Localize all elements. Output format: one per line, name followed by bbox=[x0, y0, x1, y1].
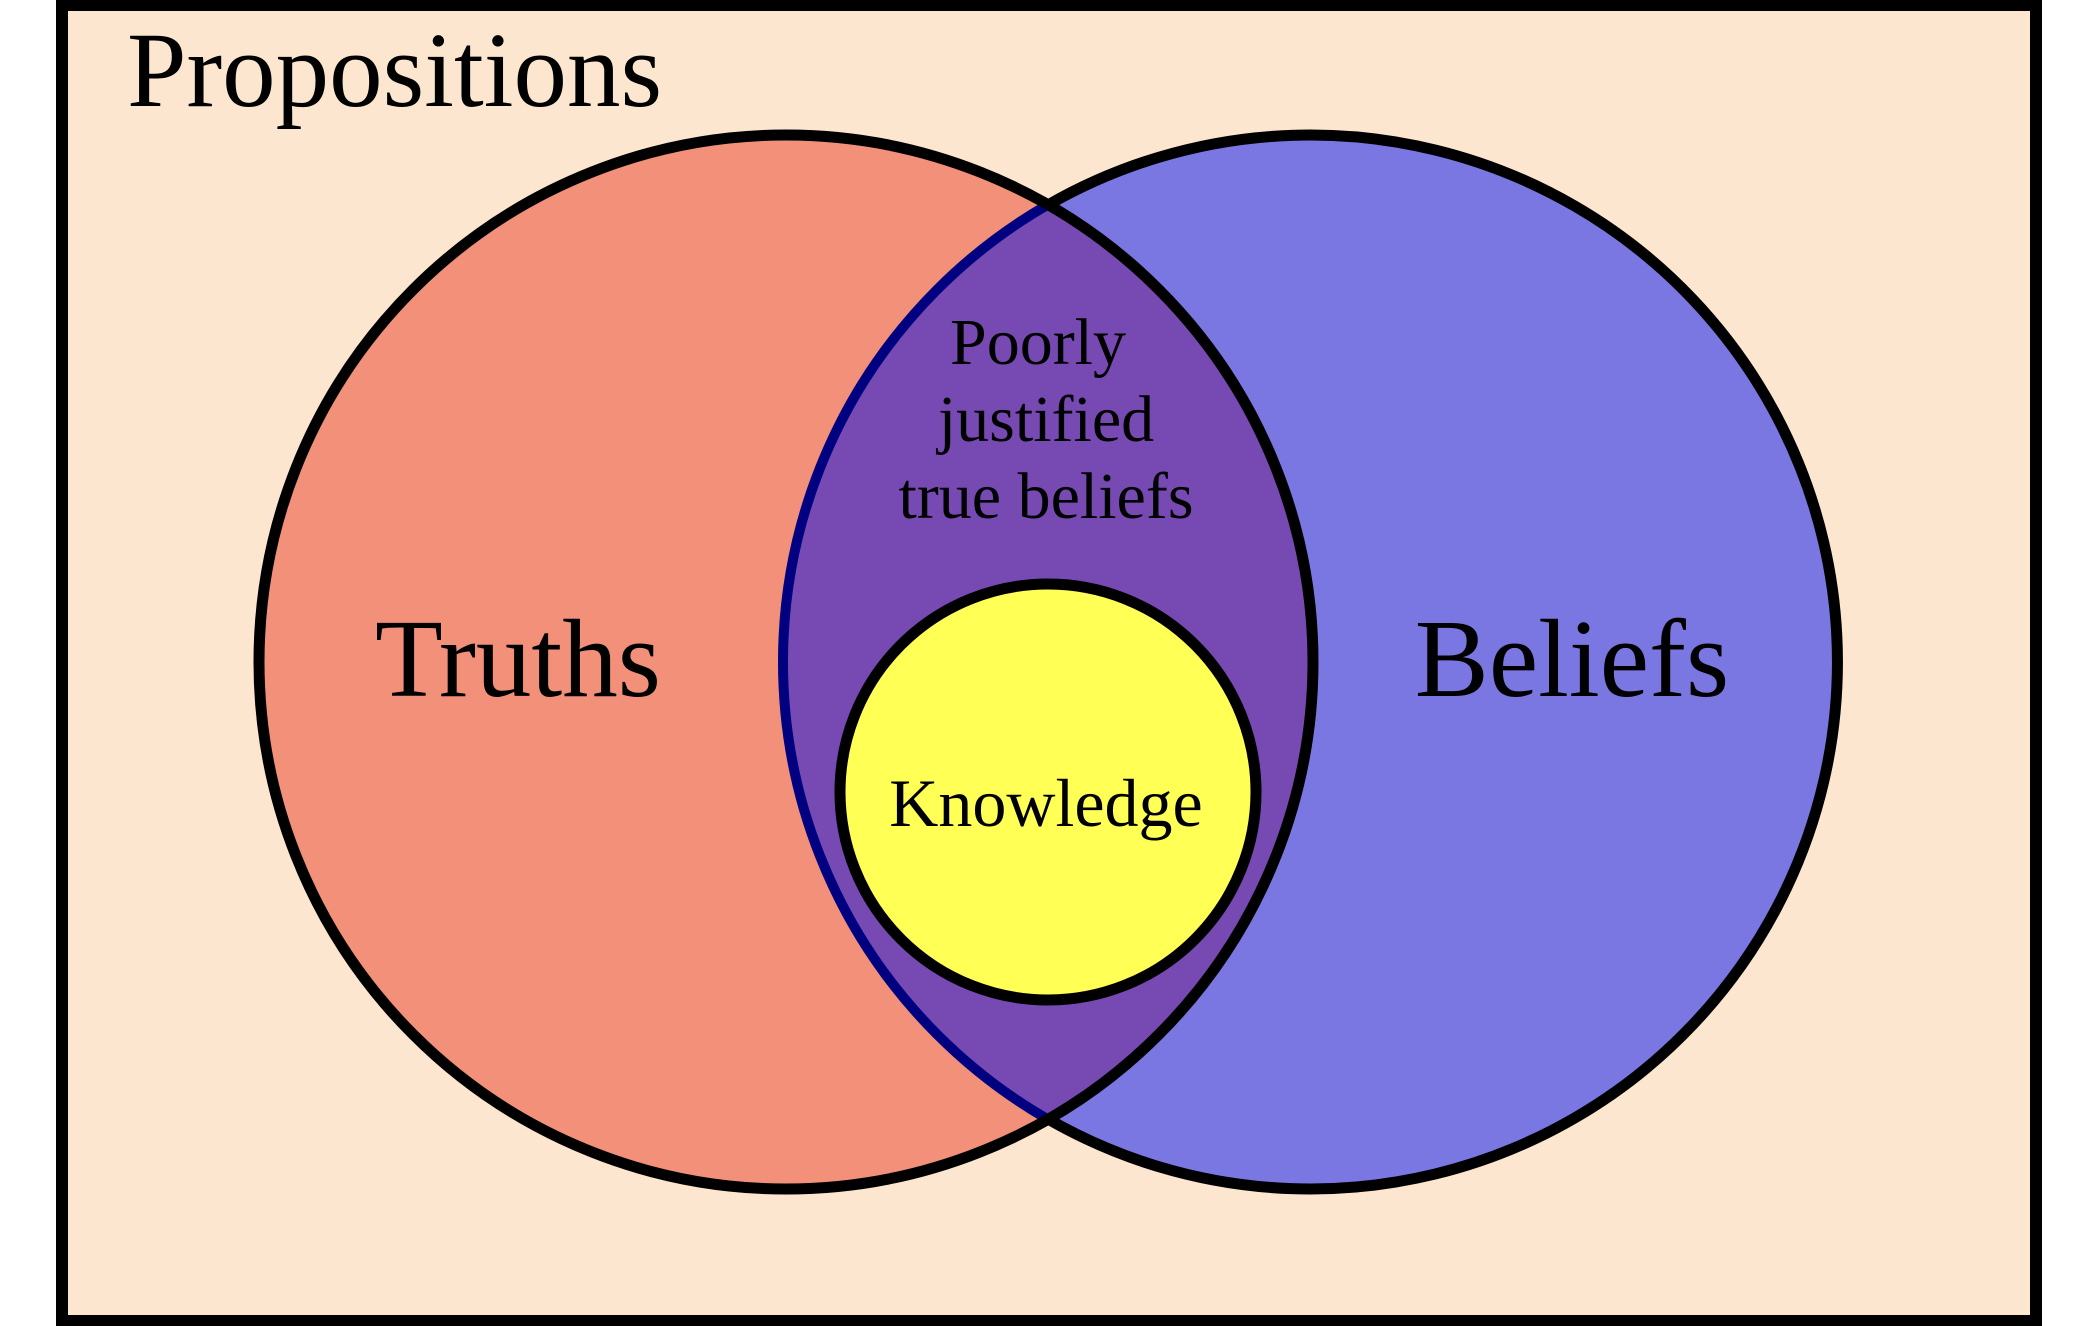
intersection-label-line-1: Poorly bbox=[950, 306, 1126, 379]
intersection-label-line-3: true beliefs bbox=[898, 460, 1193, 533]
beliefs-inner-edge bbox=[778, 135, 1313, 1189]
truths-outline bbox=[253, 129, 1319, 1195]
beliefs-outline bbox=[1045, 129, 1843, 1195]
propositions-title: Propositions bbox=[127, 12, 662, 130]
intersection-label-line-2: justified bbox=[936, 383, 1154, 456]
right-edge-strip bbox=[2042, 0, 2096, 1326]
knowledge-set bbox=[834, 578, 1262, 1006]
truths-label: Truths bbox=[375, 598, 661, 721]
left-edge-strip bbox=[0, 0, 56, 1326]
beliefs-label: Beliefs bbox=[1415, 598, 1729, 721]
knowledge-label: Knowledge bbox=[889, 765, 1202, 841]
